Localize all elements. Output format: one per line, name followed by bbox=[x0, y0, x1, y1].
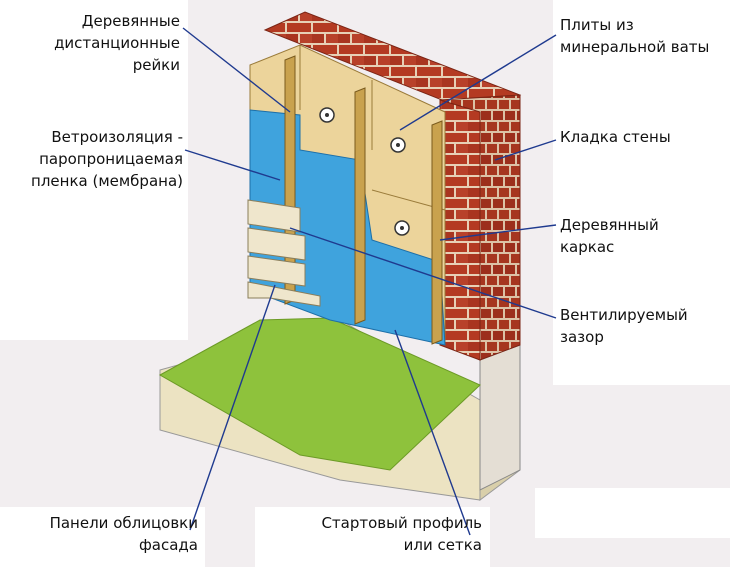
label-facade-panels: Панели облицовки фасада bbox=[49, 514, 198, 554]
label-starter-profile: Стартовый профиль или сетка bbox=[321, 514, 482, 554]
label-mineral-wool: Плиты из минеральной ваты bbox=[560, 16, 710, 56]
right-label-panel bbox=[553, 0, 730, 385]
left-label-panel bbox=[0, 0, 188, 340]
corner-blank-patch bbox=[535, 488, 730, 538]
label-wood-frame: Деревянный каркас bbox=[560, 216, 659, 256]
wind-membrane bbox=[249, 109, 446, 346]
facade-panels bbox=[247, 199, 321, 307]
label-wind-insulation: Ветроизоляция - паропроницаемая пленка (… bbox=[31, 128, 183, 190]
bottom-right-label-panel bbox=[255, 507, 490, 567]
label-wall-masonry: Кладка стены bbox=[560, 128, 671, 146]
brick-side-face bbox=[439, 99, 481, 361]
insulation-dowels bbox=[319, 107, 410, 236]
concrete-plinth bbox=[479, 344, 521, 491]
label-spacer-rails: Деревянные дистанционные рейки bbox=[54, 12, 180, 74]
label-ventilated-gap: Вентилируемый зазор bbox=[560, 306, 688, 346]
leader-lines bbox=[182, 27, 557, 536]
bottom-left-label-panel bbox=[0, 507, 205, 567]
ground-surface bbox=[158, 317, 481, 471]
